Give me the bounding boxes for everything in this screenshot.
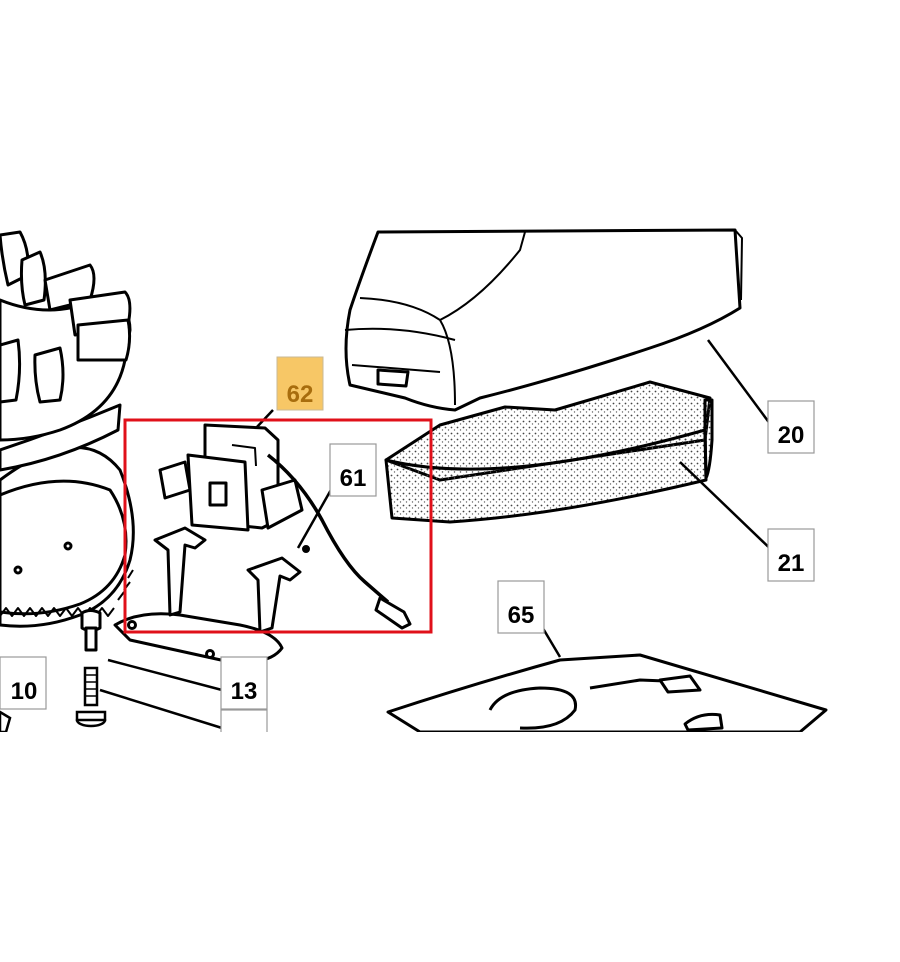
callout-65-label: 65 [508,602,535,629]
callout-21[interactable]: 21 [767,528,815,582]
callout-20[interactable]: 20 [767,400,815,454]
callout-21-label: 21 [778,550,805,577]
callout-13b-label: 13 [231,731,258,758]
flywheel-drawing [0,230,135,652]
callout-10-label: 10 [11,678,38,705]
callout-61[interactable]: 61 [329,443,377,497]
selection-frame [123,418,433,634]
blank-lower-area [0,732,900,962]
callout-10[interactable]: 10 [0,656,47,710]
foam-filter-drawing [384,380,714,524]
bolt-drawing [0,666,107,734]
ignition-coil-drawing [113,423,412,664]
callout-13-partial[interactable]: 13 [220,709,268,762]
callout-62-highlighted[interactable]: 62 [276,356,324,411]
callout-13[interactable]: 13 [220,656,268,710]
callout-61-label: 61 [340,465,367,492]
filter-cover-drawing [344,228,743,412]
spare-pack-drawing [386,653,828,734]
callout-62-label: 62 [287,381,314,408]
callout-65[interactable]: 65 [497,580,545,634]
callout-20-label: 20 [778,422,805,449]
callout-13-label: 13 [231,678,258,705]
